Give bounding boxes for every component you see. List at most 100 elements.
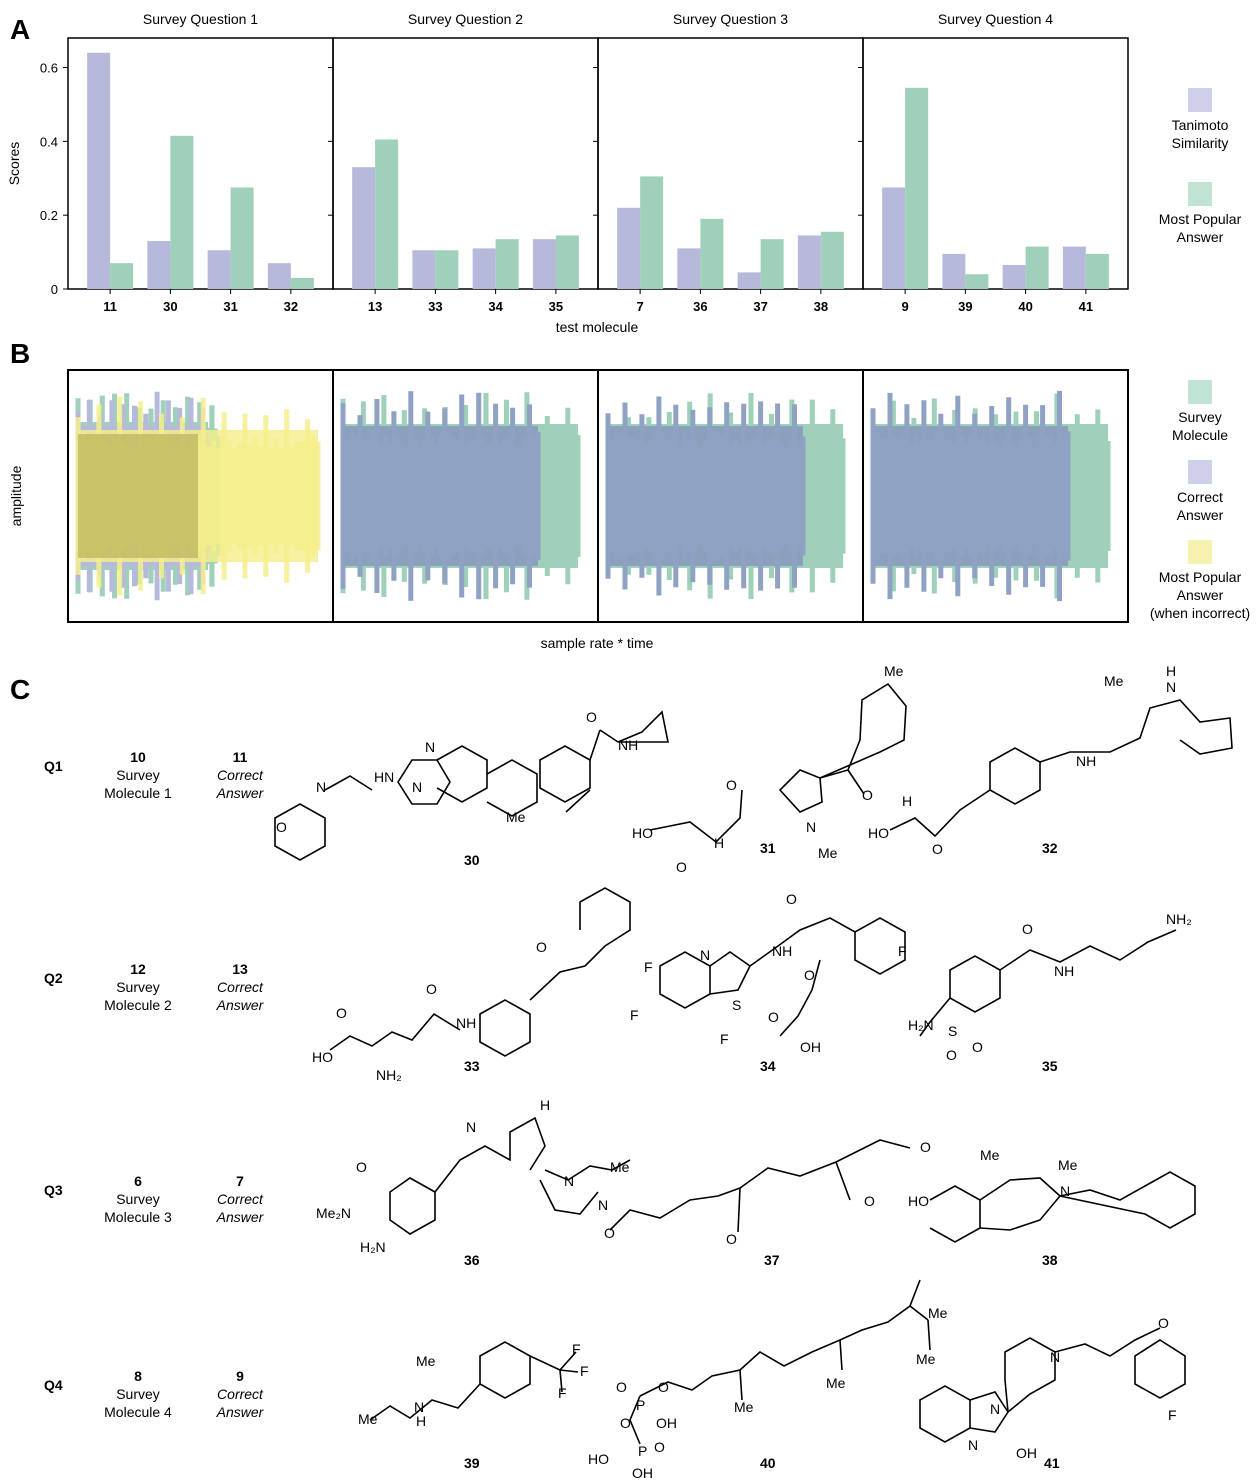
legend-item-tanimoto: Tanimoto Similarity <box>1140 88 1256 152</box>
atom-label-38-me2: Me <box>1058 1157 1078 1173</box>
x-tick-label-34: 34 <box>488 299 503 314</box>
atom-label-39-f2: F <box>580 1363 589 1379</box>
atom-label-41-f: F <box>1168 1407 1177 1423</box>
atom-label-39-f1: F <box>572 1341 581 1357</box>
atom-label-37-o2: O <box>726 1231 737 1247</box>
atom-label-34-s: S <box>732 997 741 1013</box>
correct-label-q1-2: Answer <box>216 785 264 801</box>
bar-tanimoto-q2-34 <box>472 248 496 289</box>
bar-popular-q2-13 <box>375 139 399 289</box>
atom-label-30-me: Me <box>506 809 526 825</box>
panel-letter-c: C <box>10 674 31 705</box>
y-tick-label-2: 0.4 <box>40 134 58 149</box>
atom-label-40-o3: O <box>620 1415 631 1431</box>
legend-label-survey-2: Molecule <box>1171 427 1229 443</box>
legend-label-correct-1: Correct <box>1177 489 1223 505</box>
legend-panel-a: Tanimoto Similarity Most Popular Answer <box>1140 88 1256 246</box>
legend-item-popular: Most Popular Answer <box>1140 182 1256 246</box>
atom-label-35-o2: O <box>946 1047 957 1063</box>
atom-label-36-me2n: Me₂N <box>316 1205 351 1221</box>
atom-label-31-o1: O <box>862 787 873 803</box>
atom-label-32-n: N <box>1166 679 1176 695</box>
atom-label-31-o3: O <box>676 859 687 875</box>
atom-label-36-me: Me <box>610 1159 630 1175</box>
bar-popular-q3-7 <box>640 176 664 289</box>
compound-number-40: 40 <box>760 1455 776 1471</box>
subplot-title-3: Survey Question 4 <box>938 11 1053 27</box>
subplot-title-2: Survey Question 3 <box>673 11 788 27</box>
bar-popular-q3-37 <box>760 239 784 289</box>
legend-label-popular-2: Answer <box>1176 229 1224 245</box>
atom-label-33-o2: O <box>426 981 437 997</box>
bar-popular-q2-34 <box>495 239 519 289</box>
bar-tanimoto-q4-9 <box>882 187 906 289</box>
correct-label-q3-2: Answer <box>216 1209 264 1225</box>
wave-correct-q4 <box>870 390 1071 602</box>
wave-correct-q2 <box>340 391 541 601</box>
survey-label-q3-1: Survey <box>116 1191 160 1207</box>
compound-number-37: 37 <box>764 1252 780 1268</box>
bar-popular-q2-33 <box>435 250 459 289</box>
wave-correct-q3 <box>605 396 806 596</box>
row-label-q1: Q1 <box>44 758 63 774</box>
atom-label-33-o1: O <box>536 939 547 955</box>
atom-label-30-nh2: NH <box>618 737 638 753</box>
atom-label-32-me: Me <box>1104 673 1124 689</box>
atom-label-32-nh: NH <box>1076 753 1096 769</box>
atom-label-36-n2: N <box>564 1173 574 1189</box>
y-tick-label-3: 0.6 <box>40 61 58 76</box>
bar-popular-q3-38 <box>820 231 844 289</box>
bar-tanimoto-q1-31 <box>207 250 231 289</box>
x-tick-label-30: 30 <box>163 299 177 314</box>
bar-tanimoto-q2-35 <box>532 239 556 289</box>
wave-overlap-q1 <box>78 434 198 558</box>
bar-popular-q2-35 <box>555 235 579 289</box>
atom-label-36-n1: N <box>466 1119 476 1135</box>
compound-number-41: 41 <box>1044 1455 1060 1471</box>
atom-label-40-me1: Me <box>928 1305 948 1321</box>
legend-label-popular-incorrect-2: Answer <box>1176 587 1224 603</box>
atom-label-41-n2: N <box>990 1401 1000 1417</box>
legend-label-tanimoto-2: Similarity <box>1171 135 1229 151</box>
compound-number-32: 32 <box>1042 840 1058 856</box>
atom-label-35-nh2: NH₂ <box>1166 911 1192 927</box>
atom-label-37-o3: O <box>864 1193 875 1209</box>
bar-tanimoto-q1-30 <box>147 241 171 289</box>
correct-number-q3: 7 <box>236 1173 244 1189</box>
bar-tanimoto-q1-11 <box>87 52 111 289</box>
bar-popular-q1-11 <box>110 263 134 289</box>
survey-label-q4-1: Survey <box>116 1386 160 1402</box>
bar-tanimoto-q3-38 <box>797 235 821 289</box>
survey-label-q1-1: Survey <box>116 767 160 783</box>
compound-number-30: 30 <box>464 852 480 868</box>
correct-label-q4-1: Correct <box>217 1386 263 1402</box>
atom-label-34-o1: O <box>786 891 797 907</box>
atom-label-40-p1: P <box>636 1397 645 1413</box>
compound-number-39: 39 <box>464 1455 480 1471</box>
bar-tanimoto-q2-13 <box>352 167 376 289</box>
atom-label-35-h2n: H₂N <box>908 1017 934 1033</box>
survey-number-q2: 12 <box>130 961 146 977</box>
atom-label-40-oh2: OH <box>632 1465 653 1481</box>
atom-label-31-me1: Me <box>884 663 904 679</box>
atom-label-40-ho: HO <box>588 1451 609 1467</box>
bar-tanimoto-q4-40 <box>1002 265 1026 289</box>
atom-label-41-n3: N <box>968 1437 978 1453</box>
x-tick-label-39: 39 <box>958 299 972 314</box>
atom-label-40-o2: O <box>658 1379 669 1395</box>
legend-swatch-correct <box>1188 460 1212 484</box>
legend-swatch-tanimoto <box>1188 88 1212 112</box>
x-tick-label-31: 31 <box>223 299 237 314</box>
atom-label-33-o3: O <box>336 1005 347 1021</box>
legend-label-correct-2: Answer <box>1176 507 1224 523</box>
atom-label-36-h: H <box>540 1097 550 1113</box>
atom-label-38-me1: Me <box>980 1147 1000 1163</box>
legend-swatch-popular-incorrect <box>1188 540 1212 564</box>
atom-label-34-o3: O <box>768 1009 779 1025</box>
row-label-q2: Q2 <box>44 970 63 986</box>
subplot-title-0: Survey Question 1 <box>143 11 258 27</box>
atom-label-39-h: H <box>416 1413 426 1429</box>
legend-swatch-survey <box>1188 380 1212 404</box>
y-tick-label-1: 0.2 <box>40 208 58 223</box>
atom-label-36-n3: N <box>598 1197 608 1213</box>
